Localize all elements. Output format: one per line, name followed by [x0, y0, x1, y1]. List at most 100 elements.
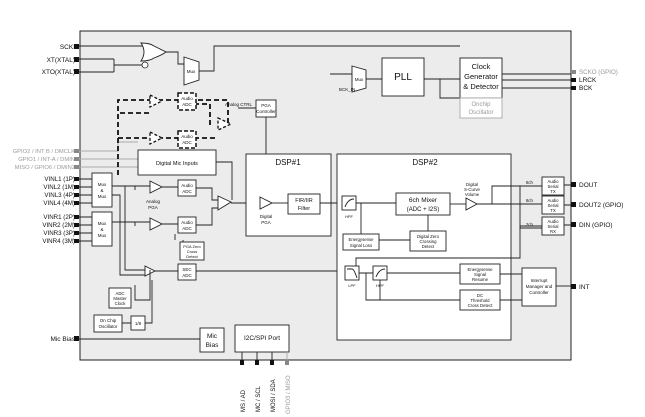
dashed-pga-icon-2 — [149, 130, 164, 146]
pin-mosi-label: MOSI / SDA — [271, 379, 277, 412]
pin-scko[interactable] — [571, 70, 576, 74]
pin-lrck[interactable] — [571, 78, 576, 82]
svg-text:&: & — [100, 227, 103, 232]
pin-xto[interactable] — [74, 69, 79, 74]
or-gate-icon — [140, 42, 167, 62]
svg-text:Manager and: Manager and — [526, 284, 553, 289]
pin-mosi[interactable] — [270, 360, 274, 365]
svg-text:Interrupt: Interrupt — [531, 278, 549, 283]
pin-micbias[interactable] — [74, 336, 79, 341]
pin-gpio1[interactable] — [74, 157, 79, 161]
svg-text:Filter: Filter — [298, 206, 310, 212]
pin-vinr4[interactable] — [74, 239, 79, 243]
pin-dout2[interactable] — [571, 202, 576, 207]
sec-adc-block — [177, 263, 197, 281]
pin-vinl1[interactable] — [74, 177, 79, 181]
bottom-pins: MS / AD MC / SCL MOSI / SDA GPIO3 / MISO — [240, 360, 292, 414]
svg-text:Controller: Controller — [529, 290, 549, 295]
svg-text:PGA: PGA — [261, 220, 271, 225]
pin-vinl2-label: VINL2 (1M) — [43, 184, 75, 191]
s-curve-volume-icon — [465, 197, 478, 211]
dashed-pga-icon-1 — [149, 93, 164, 109]
pin-vinl2[interactable] — [74, 185, 79, 189]
digital-mic-label: Digital Mic Inputs — [156, 161, 198, 167]
i2c-spi-label: I2C/SPI Port — [244, 335, 280, 342]
svg-text:Volume: Volume — [465, 192, 480, 197]
svg-text:Threshold: Threshold — [470, 298, 490, 303]
pin-vinl3[interactable] — [74, 193, 79, 197]
clock-generator-block — [459, 57, 503, 99]
pin-ms-label: MS / AD — [241, 389, 247, 412]
pin-vinr3[interactable] — [74, 231, 79, 235]
pin-xti[interactable] — [74, 57, 79, 62]
svg-text:ADC: ADC — [182, 189, 192, 194]
pin-bck-label: BCK — [579, 85, 593, 92]
svg-text:Audio: Audio — [548, 179, 560, 184]
pin-scki[interactable] — [74, 44, 79, 49]
pin-lrck-label: LRCK — [579, 77, 597, 84]
svg-text:Audio: Audio — [548, 198, 560, 203]
svg-text:PGA: PGA — [148, 205, 158, 210]
svg-text:Serial: Serial — [548, 203, 559, 208]
svg-text:Digital: Digital — [260, 214, 273, 219]
pin-vinr1[interactable] — [74, 215, 79, 219]
svg-text:FIR/IIR: FIR/IIR — [295, 198, 312, 204]
pin-vinl3-label: VINL3 (4P) — [44, 192, 75, 199]
crystal-icon — [141, 61, 149, 69]
adc-mux-icon — [217, 195, 232, 211]
analog-pga-icon-2 — [149, 217, 164, 231]
clock-mux-label: Mux — [187, 69, 196, 74]
svg-text:Bias: Bias — [206, 342, 219, 349]
svg-text:Digital: Digital — [466, 182, 478, 187]
svg-text:Audio: Audio — [181, 134, 193, 139]
pin-gpio1-label: GPIO1 / INT-A / DMIN — [18, 157, 75, 163]
svg-text:ADC: ADC — [182, 140, 192, 145]
svg-text:ADC: ADC — [182, 102, 192, 107]
pin-miso[interactable] — [74, 165, 79, 169]
pin-micbias-label: Mic Bias — [50, 336, 75, 343]
svg-text:TX: TX — [550, 189, 556, 194]
pin-vinl4-label: VINL4 (4M) — [43, 200, 75, 207]
pin-dout[interactable] — [571, 182, 576, 187]
clock-gen-label-2: Generator — [464, 72, 498, 81]
left-mux-block — [91, 172, 113, 208]
svg-text:Clock: Clock — [115, 301, 127, 306]
pin-bck[interactable] — [571, 86, 576, 90]
dsp2-label: DSP#2 — [412, 158, 438, 167]
svg-text:ADC: ADC — [115, 291, 124, 296]
onchip-osc-label-2: Oscillator — [468, 110, 493, 116]
pll-label: PLL — [394, 72, 412, 83]
pin-vinr2[interactable] — [74, 223, 79, 227]
pin-int-label: INT — [579, 284, 590, 291]
svg-text:Detect: Detect — [422, 244, 435, 249]
clock-gen-label-3: & Detector — [463, 82, 499, 91]
svg-text:Signal Loss: Signal Loss — [350, 243, 372, 248]
pin-mc[interactable] — [255, 360, 259, 365]
pin-ms[interactable] — [240, 360, 244, 365]
pin-din-label: DIN (GPIO) — [579, 222, 613, 229]
pin-gpio3[interactable] — [285, 360, 289, 365]
adc-master-clock-block — [108, 287, 132, 309]
dsp1-section: DSP#1 Digital PGA FIR/IIR Filter — [245, 153, 342, 237]
svg-text:8ch: 8ch — [526, 198, 534, 203]
pin-din[interactable] — [571, 222, 576, 227]
pin-int[interactable] — [571, 284, 576, 289]
mic-bias-block — [199, 327, 225, 353]
clock-gen-label-1: Clock — [472, 62, 491, 71]
pin-vinl4[interactable] — [74, 201, 79, 205]
clock-section: Mux Mux BCK_IN PLL Clock Generator & Det… — [79, 42, 571, 119]
pin-miso-label: MISO / GPIO6 / DMIN2 — [15, 165, 75, 171]
svg-text:Mux: Mux — [98, 233, 107, 238]
svg-text:Mux: Mux — [98, 182, 107, 187]
pll-block — [381, 57, 425, 97]
svg-text:Digital Zero: Digital Zero — [417, 234, 440, 239]
serial-tx-1-block — [541, 176, 565, 196]
pin-gpio2[interactable] — [74, 149, 79, 153]
pin-dout-label: DOUT — [579, 182, 597, 189]
svg-text:LPF: LPF — [348, 283, 356, 288]
svg-text:RX: RX — [550, 229, 556, 234]
clock-mux — [183, 56, 200, 86]
pll-mux — [351, 65, 367, 93]
svg-text:Audio: Audio — [181, 183, 193, 188]
